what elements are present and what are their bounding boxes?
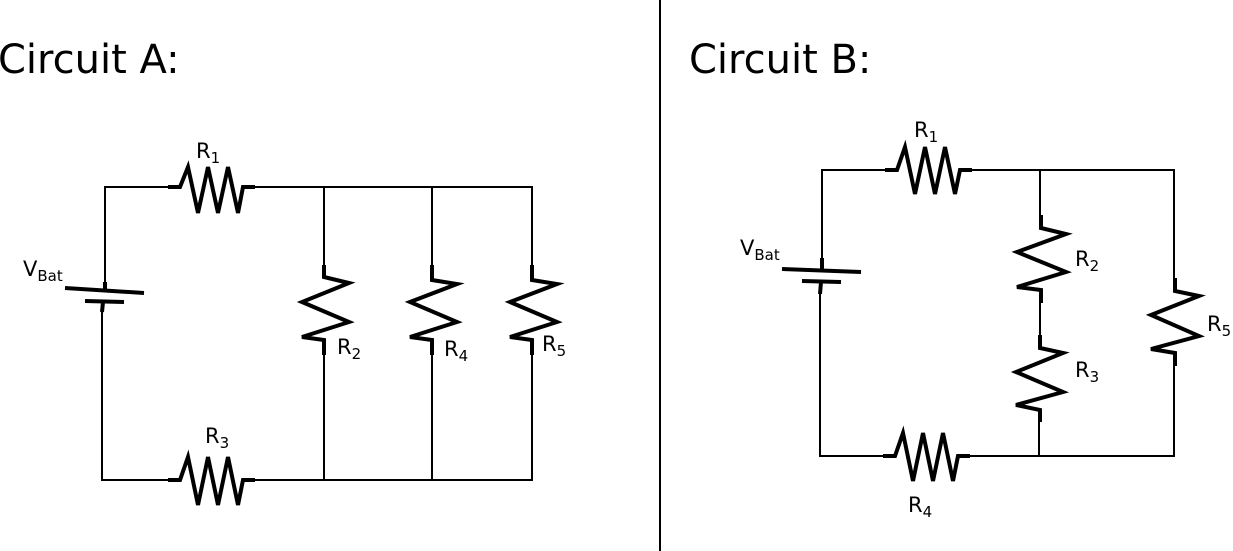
resistor-r3: [1010, 335, 1070, 422]
wire: [970, 365, 1175, 457]
battery-symbol: [781, 258, 862, 295]
battery-label: VBat: [740, 236, 780, 264]
resistor-r2: [1011, 215, 1073, 303]
resistor-r3-label: R3: [205, 424, 229, 452]
resistor-r4: [404, 265, 465, 355]
resistor-r1: [168, 160, 255, 214]
circuit-a: VBat R1 R2 R4 R5 R3: [23, 139, 566, 506]
wire: [972, 169, 1175, 290]
wire: [819, 288, 883, 457]
wire: [101, 304, 168, 481]
wire: [255, 340, 533, 481]
resistor-r5-label: R5: [1207, 312, 1231, 340]
battery-label: VBat: [23, 257, 63, 285]
resistor-r1-label: R1: [196, 139, 220, 167]
circuit-b-title: Circuit B:: [689, 37, 872, 83]
circuit-a-title: Circuit A:: [0, 37, 180, 83]
resistor-r4-label: R4: [444, 337, 468, 365]
resistor-r1-label: R1: [914, 118, 938, 146]
wire: [255, 186, 533, 280]
resistor-r5: [1145, 278, 1206, 366]
resistor-r3-label: R3: [1075, 358, 1099, 386]
resistor-r3: [168, 449, 255, 506]
wire: [821, 169, 885, 260]
resistor-r2-label: R2: [337, 335, 361, 363]
resistor-r2: [296, 265, 356, 355]
resistor-r4-label: R4: [908, 493, 932, 521]
wire: [104, 186, 168, 290]
resistor-r1: [885, 139, 972, 195]
circuit-b: VBat R1 R2 R3 R5 R4: [740, 118, 1231, 521]
battery-symbol: [64, 282, 145, 313]
resistor-r5-label: R5: [542, 332, 566, 360]
resistor-r5: [504, 265, 565, 355]
panel-divider: [659, 0, 661, 551]
resistor-r4: [883, 425, 970, 482]
resistor-r2-label: R2: [1075, 247, 1099, 275]
